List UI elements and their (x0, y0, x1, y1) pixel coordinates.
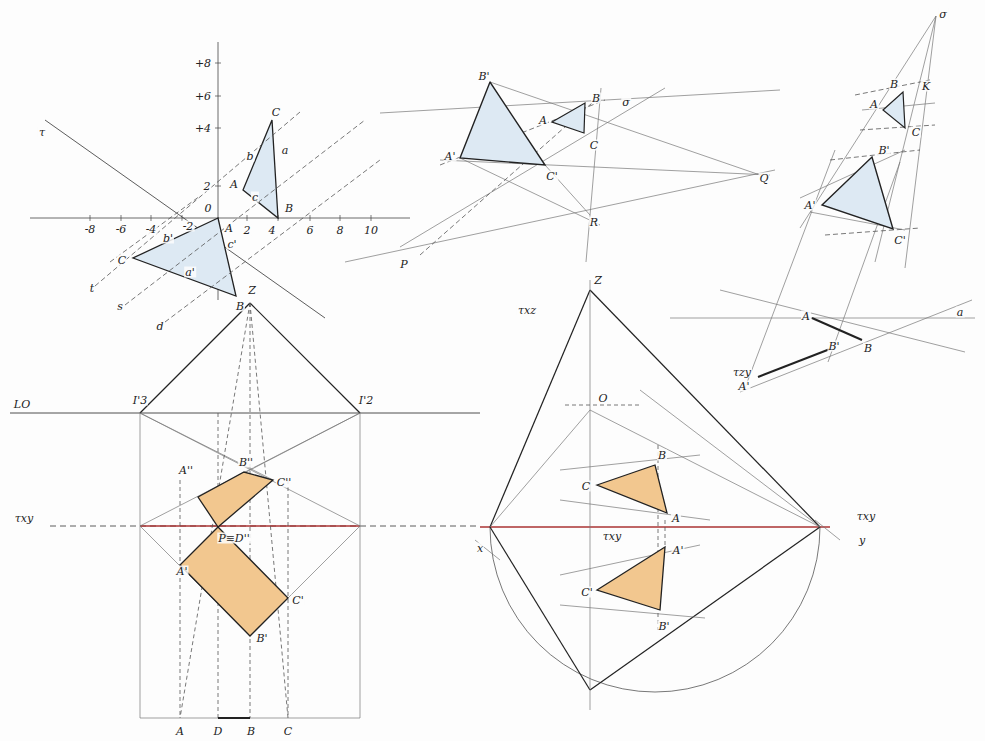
point-label: c' (226, 239, 237, 250)
point-label: C (271, 107, 281, 118)
point-label: +4 (194, 123, 212, 134)
point-label: B (863, 343, 873, 354)
point-label: d (155, 321, 164, 332)
point-label: C (911, 127, 921, 138)
point-label: t (89, 283, 95, 294)
point-label: C' (545, 171, 558, 182)
point-label: B (889, 79, 899, 90)
point-label: A'' (178, 465, 194, 476)
point-label: C' (893, 235, 906, 246)
point-label: C (117, 255, 127, 266)
point-label: y (858, 535, 866, 546)
point-label: P≡D'' (217, 533, 251, 544)
point-label: 10 (363, 225, 379, 236)
point-label: A (175, 726, 185, 737)
point-label: c (251, 192, 259, 203)
point-label: Q (758, 173, 769, 184)
point-label: O (597, 393, 608, 404)
point-label: b' (162, 233, 174, 244)
point-label: B' (255, 633, 268, 644)
point-label: B (284, 203, 294, 214)
point-label: -8 (84, 224, 97, 235)
point-label: A (869, 99, 879, 110)
point-label: LO (13, 399, 31, 410)
point-label: A (224, 223, 234, 234)
point-label: 6 (306, 225, 315, 236)
point-label: τxy (602, 531, 623, 542)
point-label: A (801, 311, 811, 322)
point-label: τxy (14, 513, 35, 524)
point-label: τzy (732, 367, 752, 378)
point-label: B (591, 93, 601, 104)
point-label: C' (580, 587, 593, 598)
point-label: I'3 (132, 395, 148, 406)
point-label: -4 (145, 224, 158, 235)
point-label: A' (444, 151, 457, 162)
point-label: C' (291, 595, 304, 606)
point-label: A (671, 513, 681, 524)
point-label: τxz (517, 305, 537, 316)
point-label: a' (184, 267, 196, 278)
point-label: A' (738, 381, 751, 392)
point-label: C (581, 481, 591, 492)
point-label: B' (827, 341, 840, 352)
point-label: +6 (194, 91, 212, 102)
point-label: a (281, 145, 290, 156)
point-label: K (921, 81, 931, 92)
point-label: C'' (276, 477, 292, 488)
point-label: -6 (115, 224, 128, 235)
point-label: B (235, 301, 245, 312)
point-label: a (956, 307, 965, 318)
point-label: B' (877, 145, 890, 156)
point-label: B (657, 450, 667, 461)
point-label: σ (621, 97, 631, 108)
point-label: τ (38, 127, 46, 138)
point-label: x (476, 543, 484, 554)
point-label: A (538, 115, 548, 126)
point-label: 2 (203, 181, 212, 192)
point-label: R (589, 217, 599, 228)
point-label: B' (657, 621, 670, 632)
point-label: +8 (194, 58, 212, 69)
point-label: b (245, 151, 254, 162)
point-label: I'2 (358, 395, 374, 406)
point-label: A' (804, 200, 817, 211)
point-label: B (246, 726, 256, 737)
point-label: A' (672, 545, 685, 556)
point-label: A' (176, 566, 189, 577)
point-label: τxy (856, 511, 877, 522)
point-label: C (283, 726, 293, 737)
point-label: A (229, 179, 239, 190)
point-label: 4 (268, 225, 277, 236)
point-label: P (399, 259, 408, 270)
point-label: B'' (238, 457, 254, 468)
point-label: Z (593, 275, 603, 286)
point-label: B' (477, 71, 490, 82)
point-label: D (213, 726, 224, 737)
point-label: 0 (204, 203, 213, 214)
point-label: Z (247, 285, 257, 296)
point-label: s (116, 301, 124, 312)
point-label: C (589, 140, 599, 151)
point-label: 2 (243, 225, 252, 236)
point-label: σ (938, 9, 948, 20)
point-label: 8 (336, 225, 345, 236)
point-label: -2 (182, 221, 195, 232)
